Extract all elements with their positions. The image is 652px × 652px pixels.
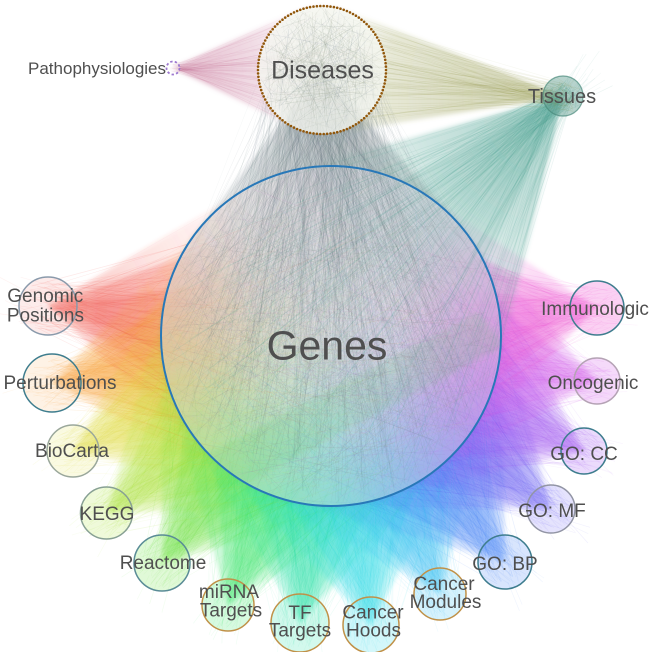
svg-text:Tissues: Tissues <box>528 86 596 108</box>
svg-text:BioCarta: BioCarta <box>35 441 109 462</box>
svg-text:Diseases: Diseases <box>271 57 374 85</box>
svg-text:TF: TF <box>288 603 311 624</box>
svg-text:Perturbations: Perturbations <box>3 373 116 394</box>
svg-text:GO: BP: GO: BP <box>472 554 537 575</box>
svg-text:Oncogenic: Oncogenic <box>548 373 639 394</box>
svg-text:Targets: Targets <box>269 621 331 642</box>
svg-text:Targets: Targets <box>200 601 262 622</box>
svg-text:KEGG: KEGG <box>80 504 135 525</box>
svg-text:Cancer: Cancer <box>342 603 404 624</box>
svg-text:Positions: Positions <box>7 306 84 327</box>
svg-text:miRNA: miRNA <box>199 582 259 603</box>
svg-text:Genomic: Genomic <box>7 286 83 307</box>
svg-text:GO: MF: GO: MF <box>518 501 586 522</box>
svg-text:Immunologic: Immunologic <box>541 299 649 320</box>
svg-text:Genes: Genes <box>267 323 388 369</box>
svg-text:Modules: Modules <box>410 592 482 613</box>
svg-text:Cancer: Cancer <box>413 574 475 595</box>
svg-text:Pathophysiologies: Pathophysiologies <box>28 59 166 78</box>
svg-text:GO: CC: GO: CC <box>550 444 618 465</box>
svg-text:Hoods: Hoods <box>346 621 401 642</box>
svg-text:Reactome: Reactome <box>120 553 207 574</box>
